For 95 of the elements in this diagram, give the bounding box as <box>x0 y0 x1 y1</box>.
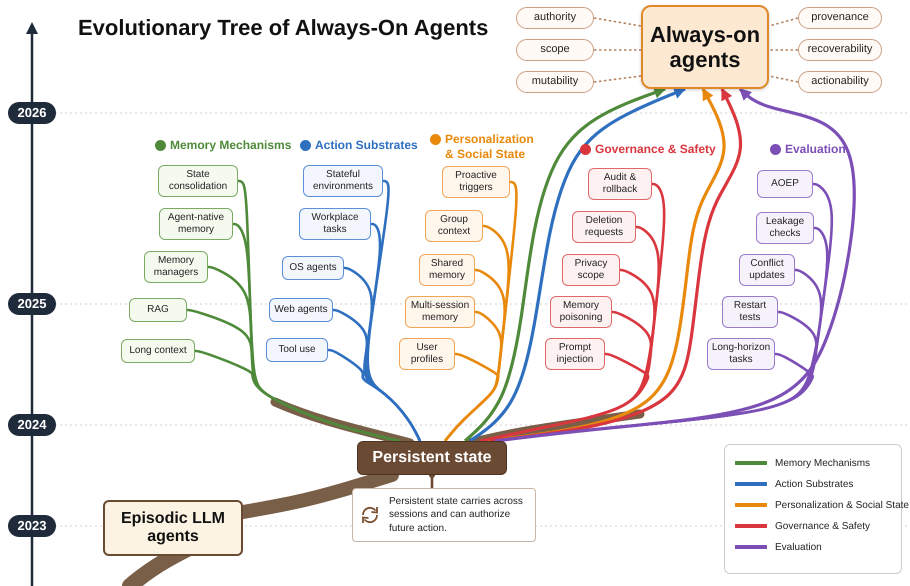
node-label: Web agents <box>274 304 328 316</box>
dotted-connector <box>768 17 798 27</box>
topic-box <box>756 212 814 244</box>
node-label: Audit & rollback <box>602 172 638 196</box>
topic-box <box>572 211 636 243</box>
node-label: Persistent state carries across sessions and can authorize future action. <box>389 494 524 536</box>
node-label: Memory poisoning <box>558 300 604 324</box>
dotted-connector <box>769 49 798 51</box>
category-heading: Personalization & Social State <box>445 132 535 162</box>
node-label: recoverability <box>808 43 872 57</box>
topic-box <box>550 296 612 328</box>
topic-box <box>405 296 475 328</box>
node-label: Deletion requests <box>584 215 624 239</box>
node-label: Memory managers <box>152 255 200 279</box>
node-label: Workplace tasks <box>310 212 360 236</box>
node-label: User profiles <box>410 342 444 366</box>
node-label: Proactive triggers <box>454 170 498 194</box>
topic-box <box>722 296 778 328</box>
node-label: Multi-session memory <box>410 300 470 324</box>
node-label: Agent-native memory <box>166 212 226 236</box>
goal-box <box>641 5 769 89</box>
topic-box <box>144 251 208 283</box>
topic-box <box>588 168 652 200</box>
year-badge: 2026 <box>8 102 56 124</box>
node-label: Long-horizon tasks <box>710 342 772 366</box>
topic-box <box>442 166 510 198</box>
branch-line <box>480 352 650 442</box>
year-badge: 2025 <box>8 293 56 315</box>
node-label: authority <box>534 11 576 25</box>
topic-box <box>282 256 344 280</box>
dotted-connector <box>594 49 641 51</box>
category-heading: Governance & Safety <box>595 142 716 156</box>
node-label: actionability <box>811 75 869 89</box>
node-label: scope <box>540 43 570 57</box>
node-label: AOEP <box>771 178 799 190</box>
property-pill <box>798 7 882 29</box>
node-label: Leakage checks <box>764 216 806 240</box>
node-label: RAG <box>147 304 169 316</box>
node-label: Group context <box>436 214 472 238</box>
branch-line <box>444 352 500 442</box>
node-label: Shared memory <box>428 258 466 282</box>
category-heading: Memory Mechanisms <box>170 138 292 152</box>
node-label: Stateful environments <box>312 169 374 193</box>
legend-label: Memory Mechanisms <box>775 458 870 468</box>
node-label: Persistent state <box>372 448 492 468</box>
category-heading: Action Substrates <box>315 138 418 152</box>
year-badge: 2024 <box>8 414 56 436</box>
node-label: Always-on agents <box>648 22 762 72</box>
node-label: Prompt injection <box>556 342 594 366</box>
diagram-title: Evolutionary Tree of Always-On Agents <box>78 15 488 41</box>
node-label: State consolidation <box>168 169 228 193</box>
property-pill <box>798 71 882 93</box>
topic-box <box>757 170 813 198</box>
node-label: OS agents <box>289 262 337 274</box>
dotted-connector <box>768 75 798 83</box>
node-label: Restart tests <box>732 300 768 324</box>
node-label: Conflict updates <box>748 258 786 282</box>
property-pill <box>798 39 882 61</box>
topic-box <box>266 338 328 362</box>
topic-box <box>269 298 333 322</box>
category-heading: Evaluation <box>785 142 846 156</box>
topic-box <box>158 165 238 197</box>
topic-box <box>303 165 383 197</box>
topic-box <box>399 338 455 370</box>
topic-box <box>419 254 475 286</box>
origin-box <box>103 500 243 556</box>
property-pill <box>516 39 594 61</box>
branch-line <box>328 348 422 442</box>
node-label: mutability <box>532 75 578 89</box>
branch-line <box>494 352 814 442</box>
stage-box <box>357 441 507 475</box>
node-label: Privacy scope <box>574 258 608 282</box>
node-label: provenance <box>811 11 869 25</box>
topic-box <box>129 298 187 322</box>
topic-box <box>299 208 371 240</box>
year-badge: 2023 <box>8 515 56 537</box>
topic-box <box>562 254 620 286</box>
dotted-connector <box>594 17 642 27</box>
property-pill <box>516 71 594 93</box>
legend-label: Governance & Safety <box>775 520 870 532</box>
topic-box <box>545 338 605 370</box>
node-label: Tool use <box>278 344 316 356</box>
dotted-connector <box>594 75 642 83</box>
node-label: Long context <box>129 345 187 357</box>
topic-box <box>739 254 795 286</box>
note-box <box>352 488 536 542</box>
legend-label: Personalization & Social State <box>775 500 909 510</box>
property-pill <box>516 7 594 29</box>
topic-box <box>425 210 483 242</box>
legend-label: Action Substrates <box>775 478 854 490</box>
topic-box <box>159 208 233 240</box>
branch-arrow <box>494 88 856 443</box>
topic-box <box>121 339 195 363</box>
node-label: Episodic LLM agents <box>120 510 226 546</box>
legend-label: Evaluation <box>775 542 822 552</box>
